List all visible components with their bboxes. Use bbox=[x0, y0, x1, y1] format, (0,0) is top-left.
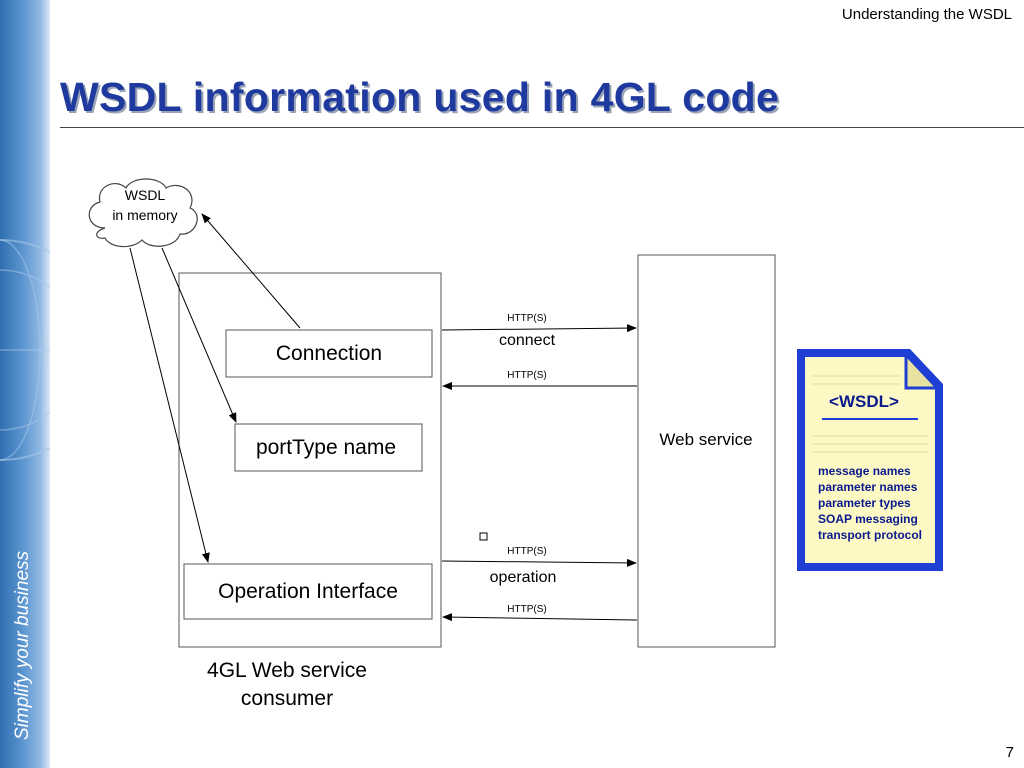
wsdl-memory-cloud: WSDL in memory bbox=[88, 178, 198, 248]
http-label: HTTP(S) bbox=[507, 313, 546, 324]
wsdl-item: message names bbox=[818, 464, 911, 478]
operation-label: operation bbox=[490, 569, 557, 586]
wsdl-item: parameter types bbox=[818, 496, 911, 510]
arrow-cloud-to-operation bbox=[129, 247, 210, 563]
consumer-label-line1: 4GL Web service bbox=[207, 659, 367, 682]
document-lines bbox=[812, 375, 928, 453]
http-label: HTTP(S) bbox=[507, 546, 546, 557]
slide-title: WSDL information used in 4GL code bbox=[60, 74, 780, 120]
operation-interface-label: Operation Interface bbox=[218, 580, 398, 603]
porttype-box: portType name bbox=[234, 423, 423, 472]
operation-interface-box: Operation Interface bbox=[183, 563, 433, 620]
wsdl-item: SOAP messaging bbox=[818, 512, 918, 526]
title-divider bbox=[60, 127, 1024, 128]
cloud-label-line2: in memory bbox=[112, 207, 177, 223]
arrow-operation-response bbox=[442, 613, 638, 622]
section-label: Understanding the WSDL bbox=[841, 6, 1012, 23]
http-label: HTTP(S) bbox=[507, 604, 546, 615]
connect-label: connect bbox=[499, 332, 556, 349]
web-service-label: Web service bbox=[659, 430, 752, 449]
arrow-operation-request bbox=[441, 558, 637, 567]
small-square-marker bbox=[479, 532, 488, 541]
arrow-connect-request bbox=[441, 324, 637, 333]
arrow-cloud-to-porttype bbox=[161, 247, 237, 423]
consumer-label-line2: consumer bbox=[241, 687, 333, 710]
cloud-label-line1: WSDL bbox=[125, 187, 166, 203]
wsdl-item: parameter names bbox=[818, 480, 918, 494]
web-service-box: Web service bbox=[637, 254, 776, 648]
connection-box: Connection bbox=[225, 329, 433, 378]
wsdl-document: <WSDL> message names parameter names par… bbox=[797, 349, 943, 571]
wsdl-tag: <WSDL> bbox=[829, 392, 899, 411]
arrow-connection-to-cloud bbox=[201, 213, 301, 329]
http-label: HTTP(S) bbox=[507, 370, 546, 381]
wsdl-item: transport protocol bbox=[818, 528, 922, 542]
sidebar-globe-decoration bbox=[0, 239, 50, 461]
page-number: 7 bbox=[1005, 744, 1014, 761]
sidebar: Simplify your business bbox=[0, 0, 50, 768]
connection-label: Connection bbox=[276, 342, 382, 365]
porttype-label: portType name bbox=[256, 436, 396, 459]
